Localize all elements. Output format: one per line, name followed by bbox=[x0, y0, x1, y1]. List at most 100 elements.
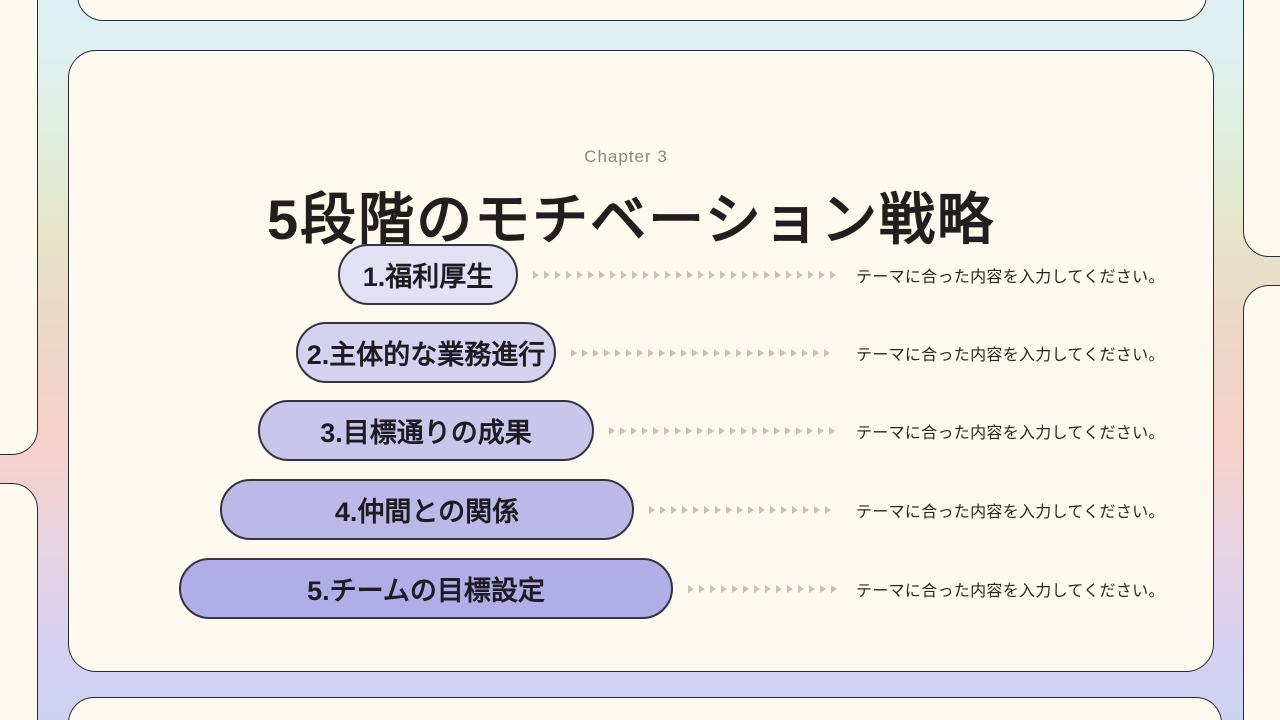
motivation-stage-row: 5.チームの目標設定 テーマに合った内容を入力してください。 bbox=[69, 558, 1215, 619]
triangle-icon bbox=[758, 348, 764, 357]
stage-pill[interactable]: 2.主体的な業務進行 bbox=[296, 322, 556, 383]
triangle-icon bbox=[715, 505, 721, 514]
adjacent-slide-card-right-bottom[interactable] bbox=[1243, 285, 1280, 720]
dotted-arrow-connector bbox=[571, 322, 830, 383]
triangle-icon bbox=[819, 270, 825, 279]
triangle-icon bbox=[686, 426, 692, 435]
triangle-icon bbox=[631, 426, 637, 435]
triangle-icon bbox=[747, 348, 753, 357]
triangle-icon bbox=[582, 348, 588, 357]
triangle-icon bbox=[604, 348, 610, 357]
triangle-icon bbox=[648, 348, 654, 357]
triangle-icon bbox=[726, 505, 732, 514]
triangle-icon bbox=[698, 270, 704, 279]
adjacent-slide-card-left-top[interactable] bbox=[0, 0, 38, 455]
triangle-icon bbox=[609, 426, 615, 435]
triangle-icon bbox=[813, 348, 819, 357]
triangle-icon bbox=[704, 505, 710, 514]
triangle-icon bbox=[703, 348, 709, 357]
triangle-icon bbox=[791, 348, 797, 357]
triangle-icon bbox=[599, 270, 605, 279]
triangle-icon bbox=[807, 426, 813, 435]
adjacent-slide-card-left-bottom[interactable] bbox=[0, 483, 38, 720]
stage-pill[interactable]: 5.チームの目標設定 bbox=[179, 558, 673, 619]
stage-pill[interactable]: 4.仲間との関係 bbox=[220, 479, 634, 540]
adjacent-slide-card-bottom[interactable] bbox=[68, 697, 1222, 720]
triangle-icon bbox=[687, 270, 693, 279]
triangle-icon bbox=[770, 505, 776, 514]
triangle-icon bbox=[593, 348, 599, 357]
triangle-icon bbox=[566, 270, 572, 279]
triangle-icon bbox=[719, 426, 725, 435]
triangle-icon bbox=[820, 584, 826, 593]
row-description-placeholder[interactable]: テーマに合った内容を入力してください。 bbox=[856, 503, 1165, 521]
triangle-icon bbox=[571, 348, 577, 357]
stage-pill[interactable]: 3.目標通りの成果 bbox=[258, 400, 594, 461]
triangle-icon bbox=[725, 348, 731, 357]
triangle-icon bbox=[808, 270, 814, 279]
triangle-icon bbox=[588, 270, 594, 279]
triangle-icon bbox=[737, 505, 743, 514]
triangle-icon bbox=[753, 270, 759, 279]
row-description-placeholder[interactable]: テーマに合った内容を入力してください。 bbox=[856, 424, 1165, 442]
triangle-icon bbox=[533, 270, 539, 279]
triangle-icon bbox=[632, 270, 638, 279]
triangle-icon bbox=[615, 348, 621, 357]
slide-title: 5段階のモチベーション戦略 bbox=[266, 188, 996, 251]
triangle-icon bbox=[659, 348, 665, 357]
dotted-arrow-connector bbox=[609, 400, 835, 461]
triangle-icon bbox=[732, 584, 738, 593]
triangle-icon bbox=[831, 584, 837, 593]
triangle-icon bbox=[654, 270, 660, 279]
triangle-icon bbox=[620, 426, 626, 435]
triangle-icon bbox=[792, 505, 798, 514]
triangle-icon bbox=[736, 348, 742, 357]
dotted-arrow-connector bbox=[533, 244, 836, 305]
triangle-icon bbox=[765, 584, 771, 593]
triangle-icon bbox=[699, 584, 705, 593]
motivation-stage-row: 3.目標通りの成果 テーマに合った内容を入力してください。 bbox=[69, 400, 1215, 461]
triangle-icon bbox=[660, 505, 666, 514]
adjacent-slide-card-top[interactable] bbox=[77, 0, 1207, 21]
triangle-icon bbox=[787, 584, 793, 593]
triangle-icon bbox=[555, 270, 561, 279]
triangle-icon bbox=[803, 505, 809, 514]
row-description-placeholder[interactable]: テーマに合った内容を入力してください。 bbox=[856, 268, 1165, 286]
triangle-icon bbox=[653, 426, 659, 435]
triangle-icon bbox=[720, 270, 726, 279]
adjacent-slide-card-right-top[interactable] bbox=[1243, 0, 1280, 257]
triangle-icon bbox=[829, 426, 835, 435]
triangle-icon bbox=[714, 348, 720, 357]
chapter-label: Chapter 3 bbox=[584, 147, 668, 166]
triangle-icon bbox=[774, 426, 780, 435]
triangle-icon bbox=[642, 426, 648, 435]
triangle-icon bbox=[830, 270, 836, 279]
row-description-placeholder[interactable]: テーマに合った内容を入力してください。 bbox=[856, 582, 1165, 600]
triangle-icon bbox=[709, 270, 715, 279]
triangle-icon bbox=[665, 270, 671, 279]
triangle-icon bbox=[798, 584, 804, 593]
triangle-icon bbox=[721, 584, 727, 593]
triangle-icon bbox=[818, 426, 824, 435]
triangle-icon bbox=[743, 584, 749, 593]
triangle-icon bbox=[681, 348, 687, 357]
dotted-arrow-connector bbox=[649, 479, 831, 540]
triangle-icon bbox=[670, 348, 676, 357]
triangle-icon bbox=[675, 426, 681, 435]
triangle-icon bbox=[796, 426, 802, 435]
triangle-icon bbox=[610, 270, 616, 279]
triangle-icon bbox=[824, 348, 830, 357]
triangle-icon bbox=[754, 584, 760, 593]
triangle-icon bbox=[621, 270, 627, 279]
row-description-placeholder[interactable]: テーマに合った内容を入力してください。 bbox=[856, 346, 1165, 364]
stage-pill[interactable]: 1.福利厚生 bbox=[338, 244, 518, 305]
motivation-stage-row: 2.主体的な業務進行 テーマに合った内容を入力してください。 bbox=[69, 322, 1215, 383]
triangle-icon bbox=[637, 348, 643, 357]
triangle-icon bbox=[769, 348, 775, 357]
triangle-icon bbox=[710, 584, 716, 593]
triangle-icon bbox=[671, 505, 677, 514]
triangle-icon bbox=[692, 348, 698, 357]
triangle-icon bbox=[825, 505, 831, 514]
triangle-icon bbox=[708, 426, 714, 435]
